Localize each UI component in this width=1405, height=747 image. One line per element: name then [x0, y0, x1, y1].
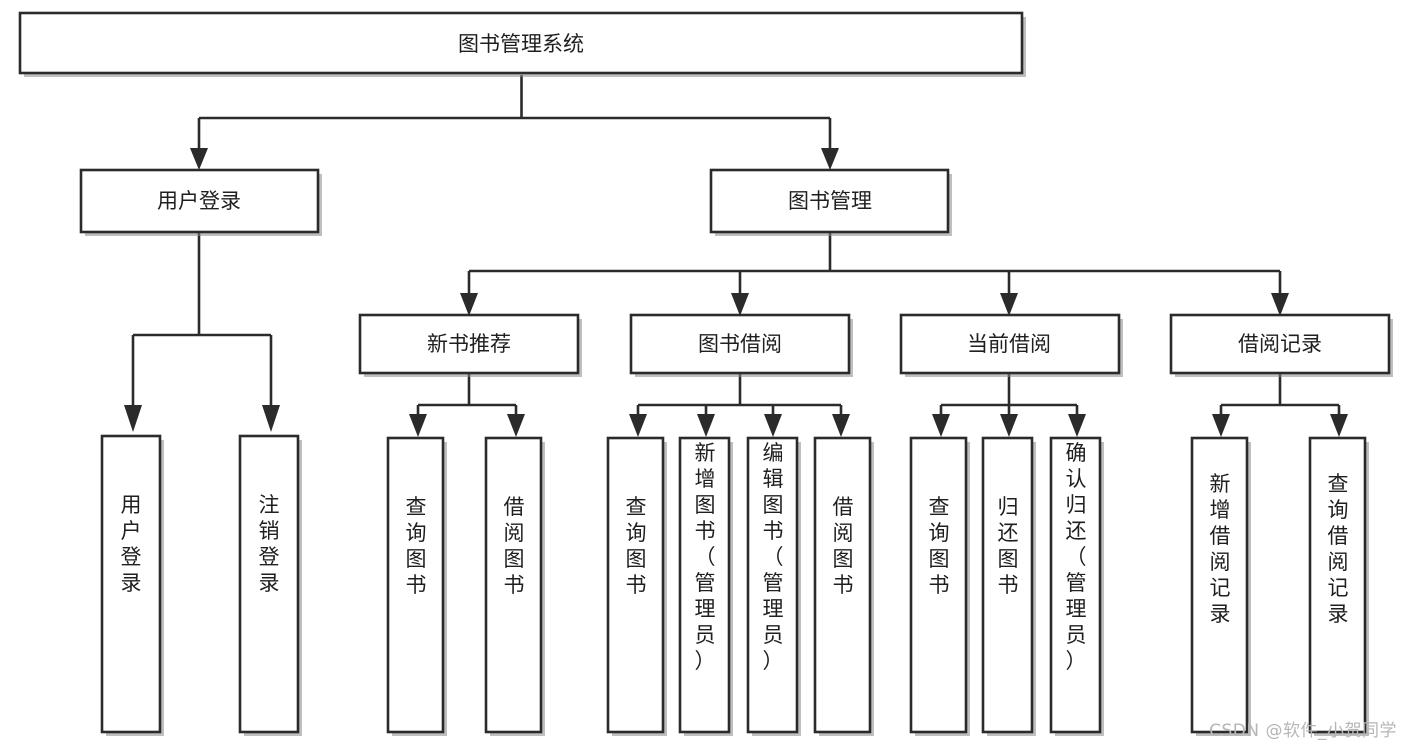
node-borrow[interactable]: 图书借阅 [629, 313, 853, 377]
arrow-head-records [1271, 293, 1289, 316]
node-leaf4[interactable]: 借阅图书 [484, 436, 545, 736]
node-leaf3-box[interactable] [386, 436, 445, 734]
arrow-head-bookmgmt [821, 148, 839, 170]
node-borrow-box[interactable] [629, 313, 851, 375]
node-leaf4-box[interactable] [484, 436, 543, 734]
node-login-label: 用户登录 [157, 189, 241, 213]
node-current-label: 当前借阅 [967, 332, 1051, 356]
arrow-head-leaf10 [1000, 414, 1018, 437]
node-leaf5[interactable]: 查询图书 [606, 436, 667, 736]
arrow-head-leaf4 [507, 414, 525, 437]
node-leaf10-box[interactable] [981, 436, 1034, 734]
node-leaf3-label: 查询图书 [406, 495, 427, 597]
node-leaf3[interactable]: 查询图书 [386, 436, 447, 736]
node-leaf11[interactable]: 确认归还（管理员） [1049, 436, 1104, 736]
node-leaf7-box[interactable] [746, 436, 799, 734]
arrow-head-leaf3 [409, 414, 427, 437]
arrow-head-leaf12 [1212, 414, 1230, 437]
node-login[interactable]: 用户登录 [79, 168, 322, 236]
node-leaf1[interactable]: 用户登录 [100, 434, 164, 736]
node-leaf11-label: 确认归还（管理员） [1066, 441, 1087, 673]
node-newbook-label: 新书推荐 [427, 332, 511, 356]
leaf-node-group: 用户登录 注销登录 查询图书 借阅图书 查询图书 [100, 434, 1369, 736]
node-leaf9-box[interactable] [909, 436, 968, 734]
node-leaf10-label: 归还图书 [998, 495, 1019, 597]
node-root[interactable]: 图书管理系统 [18, 11, 1026, 77]
node-leaf6-box[interactable] [678, 436, 731, 734]
node-newbook[interactable]: 新书推荐 [358, 313, 582, 377]
node-leaf8-label: 借阅图书 [833, 495, 854, 597]
node-borrow-label: 图书借阅 [698, 332, 782, 356]
node-records[interactable]: 借阅记录 [1169, 313, 1393, 377]
node-records-box[interactable] [1169, 313, 1391, 375]
node-login-box[interactable] [79, 168, 320, 234]
node-leaf4-label: 借阅图书 [504, 495, 525, 597]
node-leaf2-label: 注销登录 [259, 493, 280, 595]
node-records-label: 借阅记录 [1238, 332, 1322, 356]
node-leaf6-label: 新增图书（管理员） [695, 441, 716, 673]
connector-layer [124, 75, 1348, 437]
node-leaf5-box[interactable] [606, 436, 665, 734]
arrow-head-current [1000, 293, 1018, 316]
node-bookmgmt[interactable]: 图书管理 [709, 168, 952, 236]
node-leaf11-box[interactable] [1049, 436, 1102, 734]
node-leaf12-box[interactable] [1190, 436, 1249, 734]
node-leaf9-label: 查询图书 [929, 495, 950, 597]
node-leaf6[interactable]: 新增图书（管理员） [678, 436, 733, 736]
node-root-box[interactable] [18, 11, 1024, 75]
node-leaf12[interactable]: 新增借阅记录 [1190, 436, 1251, 736]
node-leaf10[interactable]: 归还图书 [981, 436, 1036, 736]
arrow-head-leaf8 [832, 414, 850, 437]
node-newbook-box[interactable] [358, 313, 580, 375]
node-root-label: 图书管理系统 [458, 32, 584, 56]
node-leaf7[interactable]: 编辑图书（管理员） [746, 436, 801, 736]
node-leaf13-label: 查询借阅记录 [1328, 472, 1349, 626]
node-current[interactable]: 当前借阅 [899, 313, 1123, 377]
arrow-head-newbook [460, 293, 478, 316]
node-leaf13-box[interactable] [1308, 436, 1367, 734]
node-leaf1-box[interactable] [100, 434, 162, 734]
node-leaf1-label: 用户登录 [121, 493, 142, 595]
node-leaf7-label: 编辑图书（管理员） [763, 441, 784, 673]
arrow-head-login [190, 148, 208, 170]
node-leaf9[interactable]: 查询图书 [909, 436, 970, 736]
node-leaf5-label: 查询图书 [626, 495, 647, 597]
arrow-head-leaf1 [124, 405, 142, 432]
node-leaf8-box[interactable] [813, 436, 872, 734]
arrow-head-leaf6 [697, 414, 715, 437]
arrow-head-leaf11 [1068, 414, 1086, 437]
node-bookmgmt-label: 图书管理 [788, 189, 872, 213]
node-bookmgmt-box[interactable] [709, 168, 950, 234]
node-current-box[interactable] [899, 313, 1121, 375]
node-leaf8[interactable]: 借阅图书 [813, 436, 874, 736]
arrow-head-leaf5 [629, 414, 647, 437]
arrow-head-borrow [731, 293, 749, 316]
arrow-head-leaf13 [1330, 414, 1348, 437]
arrow-head-leaf2 [262, 405, 280, 432]
node-leaf12-label: 新增借阅记录 [1210, 472, 1231, 626]
arrow-head-leaf7 [764, 414, 782, 437]
node-leaf2-box[interactable] [238, 434, 300, 734]
node-leaf2[interactable]: 注销登录 [238, 434, 302, 736]
node-leaf13[interactable]: 查询借阅记录 [1308, 436, 1369, 736]
arrow-head-leaf9 [932, 414, 950, 437]
